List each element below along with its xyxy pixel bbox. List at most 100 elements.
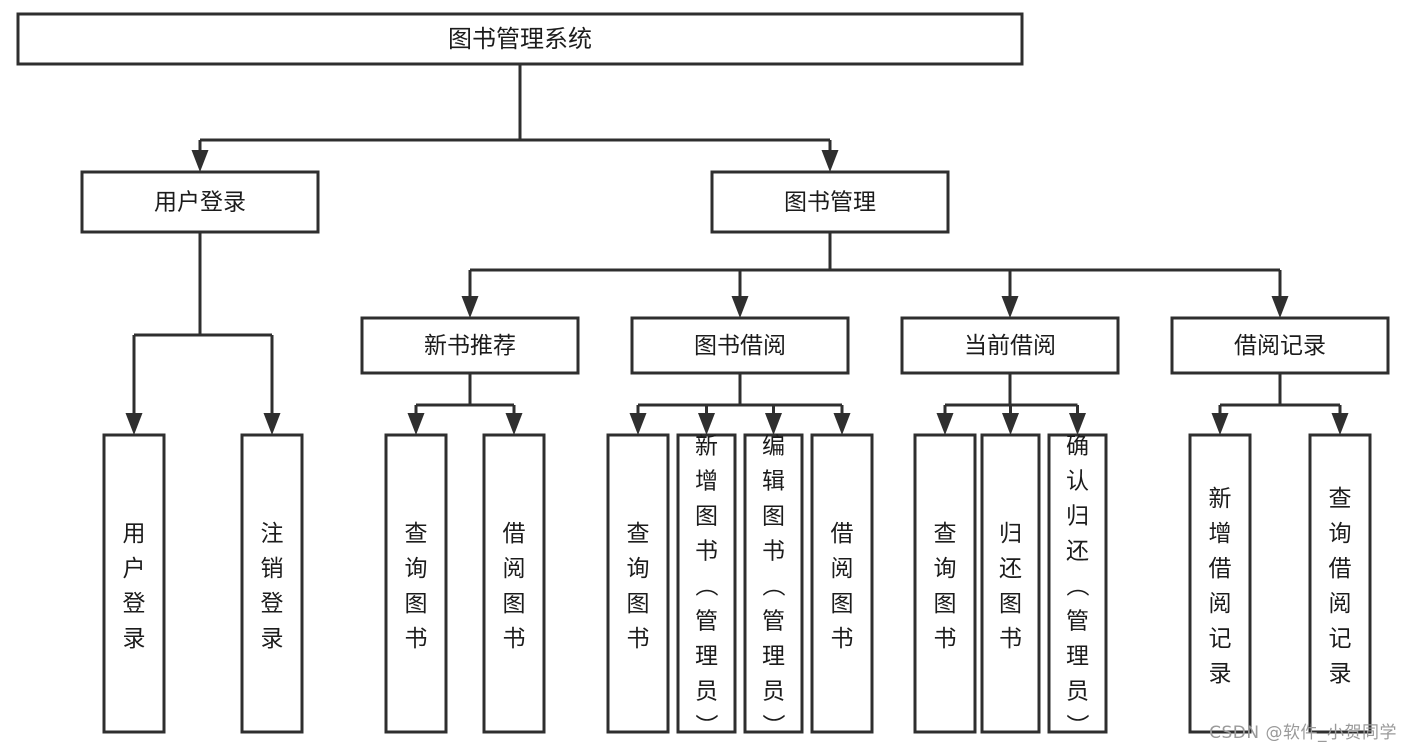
node-level1-label-0: 用户登录 bbox=[154, 190, 246, 216]
leaf-glyph: 认 bbox=[1066, 468, 1089, 494]
leaf-user-login-box-0[interactable] bbox=[102, 433, 166, 734]
leaf-glyph: 询 bbox=[934, 556, 957, 582]
book-mgmt-branch-0-arrowhead bbox=[461, 296, 479, 318]
leaf-glyph: 记 bbox=[1209, 626, 1232, 652]
node-level2-box-0[interactable] bbox=[360, 316, 580, 375]
leaf-glyph: 图 bbox=[695, 503, 718, 529]
leaf-box-3-0[interactable] bbox=[1188, 433, 1252, 734]
leaf-glyph: 管 bbox=[762, 608, 785, 634]
leaf-glyph: 新 bbox=[1209, 486, 1232, 512]
leaf-glyph: 图 bbox=[762, 503, 785, 529]
leaf-box-3-1[interactable] bbox=[1308, 433, 1372, 734]
leaf-glyph: 户 bbox=[123, 556, 146, 582]
leaf-box-1-0[interactable] bbox=[606, 433, 670, 734]
leaf-glyph: 查 bbox=[627, 521, 650, 547]
node-level1-box-0[interactable] bbox=[80, 170, 320, 234]
node-level2-box-2[interactable] bbox=[900, 316, 1120, 375]
leaf-glyph: 理 bbox=[762, 643, 785, 669]
node-root-box[interactable] bbox=[16, 12, 1024, 66]
leaf-glyph: 记 bbox=[1329, 626, 1352, 652]
level2-2-branch-1-arrowhead bbox=[1002, 413, 1019, 435]
leaf-box-1-3[interactable] bbox=[810, 433, 874, 734]
leaf-glyph: 书 bbox=[503, 626, 526, 652]
node-level2-box-1[interactable] bbox=[630, 316, 850, 375]
leaf-glyph: 图 bbox=[831, 591, 854, 617]
leaf-glyph: 销 bbox=[261, 556, 284, 582]
book-mgmt-branch-2-arrowhead bbox=[1001, 296, 1019, 318]
leaf-glyph: 新 bbox=[695, 433, 718, 459]
level2-3-branch-1-arrowhead bbox=[1331, 413, 1349, 435]
level2-0-branch-1-arrowhead bbox=[505, 413, 523, 435]
leaf-glyph: 图 bbox=[405, 591, 428, 617]
leaf-glyph: 录 bbox=[261, 626, 284, 652]
nodes-layer: 图书管理系统用户登录图书管理用户登录注销登录新书推荐查询图书借阅图书图书借阅查询… bbox=[16, 12, 1390, 737]
leaf-user-login-label-0: 用户登录 bbox=[123, 521, 146, 652]
leaf-glyph: 录 bbox=[1209, 661, 1232, 687]
leaf-glyph: 图 bbox=[999, 591, 1022, 617]
leaf-glyph: ） bbox=[1064, 714, 1090, 737]
leaf-box-0-0[interactable] bbox=[384, 433, 448, 734]
leaf-glyph: 阅 bbox=[831, 556, 854, 582]
leaf-glyph: 图 bbox=[934, 591, 957, 617]
level2-3-branch-0-arrowhead bbox=[1211, 413, 1229, 435]
leaf-glyph: 归 bbox=[1066, 503, 1089, 529]
leaf-box-2-2[interactable] bbox=[1047, 433, 1108, 734]
leaf-glyph: 增 bbox=[1209, 521, 1232, 547]
leaf-glyph: 书 bbox=[831, 626, 854, 652]
leaf-glyph: 书 bbox=[405, 626, 428, 652]
leaf-glyph: 阅 bbox=[503, 556, 526, 582]
leaf-glyph: 员 bbox=[695, 678, 718, 704]
node-root-label: 图书管理系统 bbox=[448, 25, 592, 53]
root-branch-1-arrowhead bbox=[821, 150, 839, 172]
leaf-glyph: 询 bbox=[1329, 521, 1352, 547]
leaf-glyph: 员 bbox=[762, 678, 785, 704]
leaf-glyph: 管 bbox=[1066, 608, 1089, 634]
user-login-branch-0-arrowhead bbox=[125, 413, 143, 435]
leaf-glyph: 查 bbox=[1329, 486, 1352, 512]
book-mgmt-branch-3-arrowhead bbox=[1271, 296, 1289, 318]
leaf-glyph: 图 bbox=[503, 591, 526, 617]
level2-2-branch-0-arrowhead bbox=[936, 413, 954, 435]
leaf-glyph: 图 bbox=[627, 591, 650, 617]
leaf-glyph: ） bbox=[693, 714, 719, 737]
leaf-box-2-1[interactable] bbox=[980, 433, 1041, 734]
leaf-glyph: 查 bbox=[934, 521, 957, 547]
node-level1-box-1[interactable] bbox=[710, 170, 950, 234]
leaf-glyph: 编 bbox=[762, 433, 785, 459]
node-level2-label-3: 借阅记录 bbox=[1234, 333, 1326, 359]
leaf-glyph: 归 bbox=[999, 521, 1022, 547]
level2-2-branch-2-arrowhead bbox=[1069, 413, 1086, 435]
leaf-glyph: 借 bbox=[1209, 556, 1232, 582]
leaf-box-2-0[interactable] bbox=[913, 433, 977, 734]
leaf-glyph: 借 bbox=[1329, 556, 1352, 582]
leaf-user-login-box-1[interactable] bbox=[240, 433, 304, 734]
node-level2-box-3[interactable] bbox=[1170, 316, 1390, 375]
node-level2-label-0: 新书推荐 bbox=[424, 333, 516, 359]
leaf-box-1-1[interactable] bbox=[676, 433, 737, 734]
level2-1-branch-0-arrowhead bbox=[629, 413, 647, 435]
level2-1-branch-2-arrowhead bbox=[765, 413, 782, 435]
leaf-glyph: 理 bbox=[695, 643, 718, 669]
leaf-glyph: （ bbox=[693, 574, 719, 597]
leaf-glyph: （ bbox=[1064, 574, 1090, 597]
leaf-glyph: 借 bbox=[503, 521, 526, 547]
leaf-glyph: 登 bbox=[261, 591, 284, 617]
leaf-box-1-2[interactable] bbox=[743, 433, 804, 734]
leaf-glyph: 书 bbox=[762, 538, 785, 564]
leaf-glyph: 增 bbox=[695, 468, 718, 494]
leaf-glyph: 书 bbox=[999, 626, 1022, 652]
leaf-glyph: 借 bbox=[831, 521, 854, 547]
leaf-glyph: 理 bbox=[1066, 643, 1089, 669]
leaf-glyph: 确 bbox=[1066, 433, 1089, 459]
leaf-box-0-1[interactable] bbox=[482, 433, 546, 734]
